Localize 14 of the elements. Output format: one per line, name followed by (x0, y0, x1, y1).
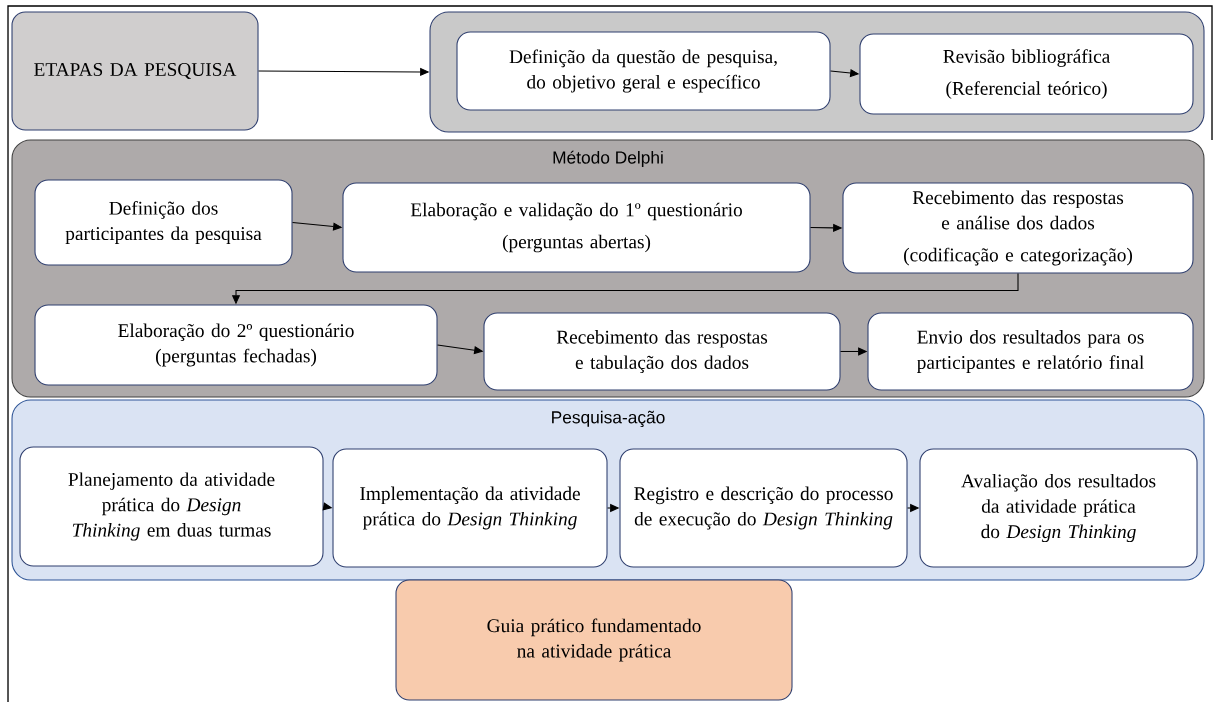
process-box: Envio dos resultados para os participantes e relatório final (867, 312, 1194, 391)
process-box: Implementação da atividade prática do Design Thinking (332, 448, 608, 568)
process-box: Planejamento da atividade prática do Design Thinking em duas turmas (19, 446, 324, 567)
heading-box: ETAPAS DA PESQUISA (11, 11, 259, 131)
process-box: Recebimento das respostas e análise dos dados (codificação e categorização) (842, 182, 1194, 274)
process-box: Elaboração e validação do 1º questionário (perguntas abertas) (342, 182, 811, 273)
process-box: Definição dos participantes da pesquisa (34, 179, 293, 266)
process-box: Revisão bibliográfica (Referencial teórico) (859, 33, 1194, 115)
process-box: Recebimento das respostas e tabulação dos dados (483, 312, 841, 391)
process-box: Registro e descrição do processo de execução do Design Thinking (619, 448, 908, 568)
process-box: Elaboração do 2º questionário (perguntas fechadas) (34, 304, 438, 386)
process-box: Avaliação dos resultados da atividade prática do Design Thinking (919, 448, 1198, 568)
result-box: Guia prático fundamentado na atividade prática (395, 579, 793, 701)
process-box: Definição da questão de pesquisa, do objetivo geral e específico (456, 31, 831, 111)
